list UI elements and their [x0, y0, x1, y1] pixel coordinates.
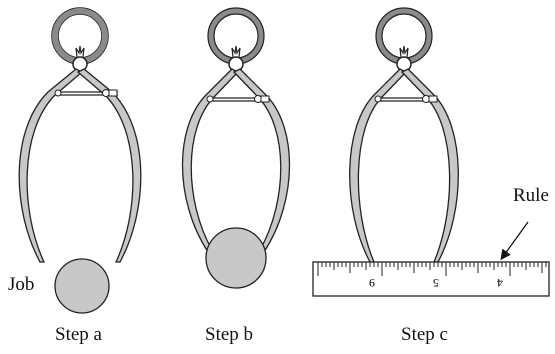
rule-number-2: 5 [433, 276, 439, 290]
step-b-caption: Step b [205, 324, 254, 345]
step-a-caption: Step a [55, 324, 102, 345]
job-label: Job [8, 274, 35, 295]
caliper-step-b [181, 7, 291, 253]
job-circle-b [205, 227, 267, 289]
caliper-step-c [349, 7, 459, 263]
right-leg [76, 68, 142, 263]
left-leg [18, 68, 84, 263]
rule-number-1: 9 [369, 276, 375, 290]
job-circle-a [54, 258, 110, 314]
caliper-step-a [18, 7, 142, 263]
rule-number-3: 4 [497, 276, 503, 290]
rule-pointer-arrow [500, 221, 529, 261]
rule-tick-marks [317, 262, 547, 276]
step-c-caption: Step c [401, 324, 448, 345]
rule-label: Rule [513, 185, 549, 206]
steel-rule: 9 5 4 [312, 261, 550, 297]
